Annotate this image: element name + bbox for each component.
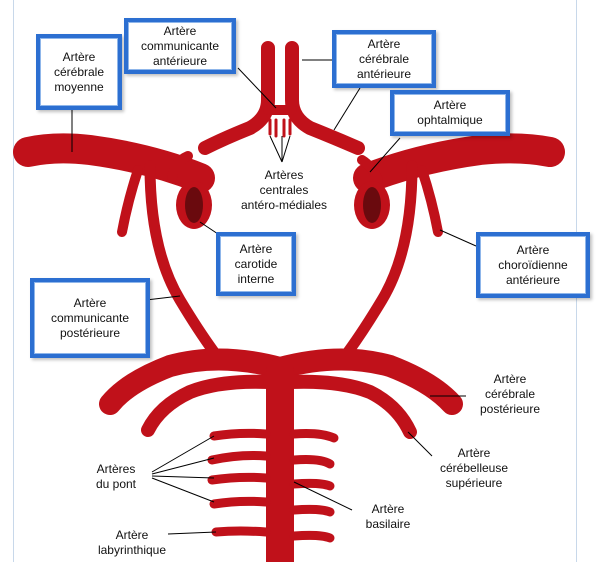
pontine-left-4	[209, 496, 271, 509]
ophthalmic-left	[167, 151, 193, 183]
superior-cerebellar-left	[141, 374, 277, 437]
ophthalmic-right	[357, 155, 383, 185]
posterior-communicating-right	[342, 160, 418, 358]
arteries	[13, 41, 565, 562]
pontine-left-1	[209, 428, 271, 441]
frame-left-line	[13, 0, 14, 562]
pontine-left-5	[211, 526, 271, 537]
pontine-right-1	[289, 429, 339, 443]
label-arteres-du-pont: Artères du pont	[95, 462, 137, 491]
posterior-cerebral-right	[269, 348, 463, 415]
posterior-cerebral-left	[99, 348, 291, 415]
posterior-communicating-left	[144, 160, 220, 358]
carotid-left-lumen	[185, 187, 203, 223]
pontine-right-2	[289, 455, 335, 469]
label-carotide-interne: Artère carotide interne	[216, 232, 296, 296]
leader-carotide	[199, 221, 219, 235]
leader-comm-ant	[237, 67, 277, 109]
leader-ophtalmique	[369, 137, 401, 173]
middle-cerebral-right	[353, 133, 565, 193]
leader-choroidienne	[439, 229, 477, 247]
label-ophtalmique: Artère ophtalmique	[390, 90, 510, 136]
leader-cer-ant-2	[333, 87, 361, 131]
leader-basilaire	[293, 481, 353, 511]
pontine-left-3	[207, 472, 271, 485]
leader-centrales-1	[269, 135, 283, 163]
carotid-right-lumen	[363, 187, 381, 223]
leader-pont-2	[151, 457, 215, 475]
choroidal-right	[417, 165, 443, 237]
superior-cerebellar-right	[283, 374, 417, 439]
choroidal-left	[117, 165, 143, 237]
pontine-left-2	[207, 451, 271, 465]
label-communicante-anterieure: Artère communicante antérieure	[124, 18, 236, 74]
label-labyrinthique: Artère labyrinthique	[97, 528, 167, 557]
label-centrales-antero-mediales: Artères centrales antéro-médiales	[240, 168, 328, 212]
label-cerebrale-posterieure: Artère cérébrale postérieure	[479, 372, 541, 416]
leader-pont-3	[151, 475, 215, 479]
leader-pont-4	[151, 477, 215, 503]
label-cerebrale-moyenne: Artère cérébrale moyenne	[36, 34, 122, 110]
leader-labyrinthique	[167, 531, 217, 535]
label-cerebelleuse-superieure: Artère cérébelleuse supérieure	[439, 446, 509, 490]
pontine-right-4	[289, 504, 335, 517]
label-communicante-posterieure: Artère communicante postérieure	[30, 278, 150, 358]
leader-cerebelleuse	[407, 431, 433, 457]
label-choroidienne-anterieure: Artère choroïdienne antérieure	[476, 232, 590, 298]
pontine-right-5	[289, 530, 335, 543]
leader-pont-1	[151, 435, 215, 473]
label-cerebrale-anterieure: Artère cérébrale antérieure	[332, 30, 436, 88]
label-basilaire: Artère basilaire	[365, 502, 411, 531]
carotid-ends	[176, 181, 390, 229]
leader-centrales-3	[281, 135, 291, 163]
